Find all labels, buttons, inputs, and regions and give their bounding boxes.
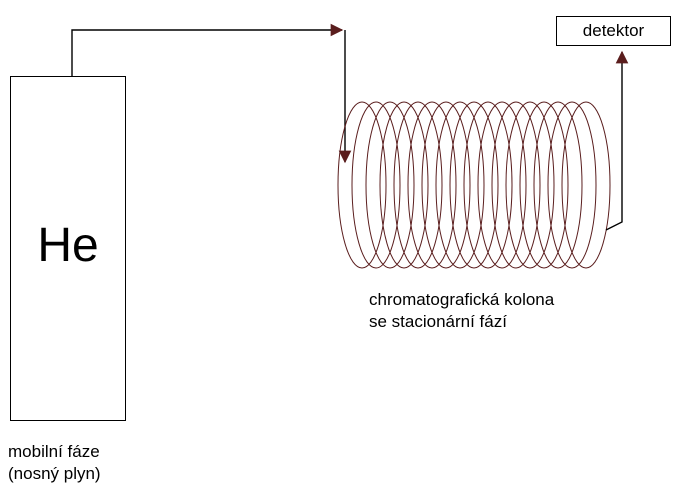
coil-loop	[533, 101, 583, 269]
coil-loop	[379, 101, 429, 269]
coil-loop	[337, 101, 387, 269]
column-caption: chromatografická kolona se stacionární f…	[369, 289, 554, 333]
column-caption-line-1: chromatografická kolona	[369, 290, 555, 309]
mobile-phase-caption-line-2: (nosný plyn)	[8, 464, 101, 483]
gas-tank	[10, 76, 126, 421]
coil-loop	[421, 101, 471, 269]
detector-box	[556, 16, 671, 46]
coil-loop	[435, 101, 485, 269]
column-caption-line-2: se stacionární fází	[369, 312, 507, 331]
tank-symbol: He	[37, 219, 99, 272]
coil-loop	[365, 101, 415, 269]
coil-loop	[547, 101, 597, 269]
coil-loop	[407, 101, 457, 269]
coil-loop	[561, 101, 611, 269]
coil-loop	[491, 101, 541, 269]
gas-pipe-outlet	[605, 50, 629, 231]
gas-pipe-inlet	[71, 23, 344, 76]
mobile-phase-caption: mobilní fáze (nosný plyn)	[8, 441, 101, 485]
coil-loop	[449, 101, 499, 269]
coil-loop	[463, 101, 513, 269]
detector-label: detektor	[582, 21, 645, 40]
coil-loop	[393, 101, 443, 269]
chromatographic-column-coil	[337, 101, 611, 269]
mobile-phase-caption-line-1: mobilní fáze	[8, 442, 100, 461]
coil-loop	[505, 101, 555, 269]
coil-loop	[477, 101, 527, 269]
coil-loop	[519, 101, 569, 269]
coil-loop	[351, 101, 401, 269]
